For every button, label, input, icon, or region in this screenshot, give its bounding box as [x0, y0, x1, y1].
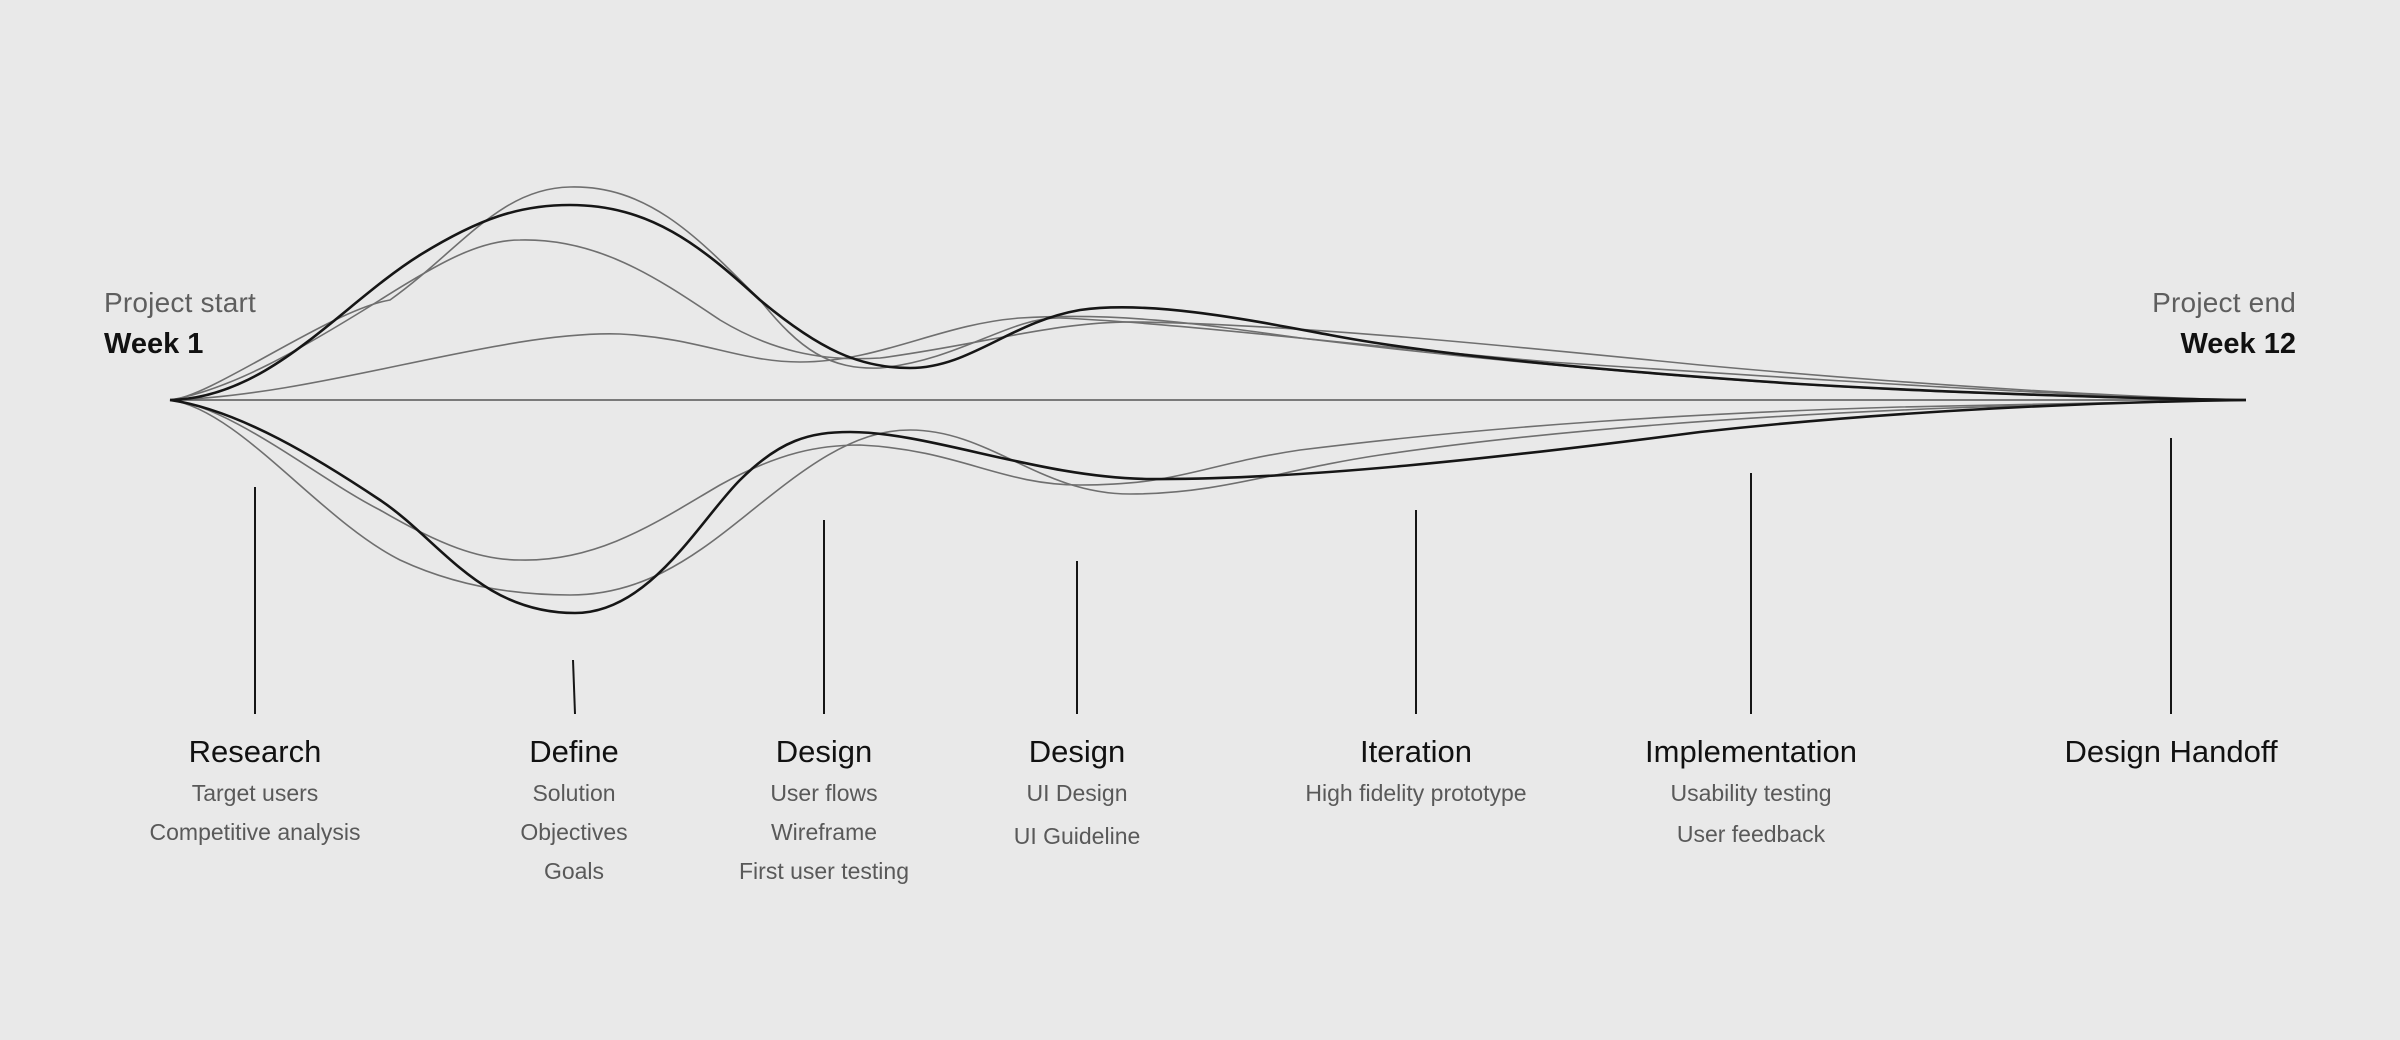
phase-define: Define Solution Objectives Goals [414, 732, 734, 891]
project-end-caption: Project end [2152, 287, 2296, 318]
project-start-caption: Project start [104, 287, 256, 318]
phase-item: Usability testing [1670, 780, 1832, 806]
phase-title: Iteration [1359, 734, 1472, 769]
phase-marker-define [572, 659, 576, 715]
phase-title: Design Handoff [2064, 734, 2278, 769]
phase-item: User flows [770, 780, 878, 806]
phase-title: Design [1028, 734, 1126, 769]
phase-item: Wireframe [770, 819, 878, 845]
lower-wave-dark [169, 398, 2247, 615]
project-end-week: Week 12 [2180, 327, 2296, 360]
upper-wave-dark [169, 203, 2247, 402]
phase-title: Research [188, 734, 322, 769]
upper-wave-light-2 [169, 239, 2247, 401]
phase-item: Competitive analysis [149, 819, 361, 845]
phase-title: Design [775, 734, 873, 769]
phase-title: Implementation [1645, 734, 1857, 769]
phase-title: Define [529, 734, 619, 769]
phase-item: Target users [191, 780, 319, 806]
phase-item: First user testing [739, 858, 909, 884]
lower-wave-light-1 [169, 399, 2247, 561]
phase-item: User feedback [1676, 821, 1826, 847]
phase-design-handoff: Design Handoff [2011, 732, 2331, 774]
phase-item: Objectives [520, 819, 628, 845]
phase-research: Research Target users Competitive analys… [95, 732, 415, 852]
phase-item: High fidelity prototype [1305, 780, 1527, 806]
phase-iteration: Iteration High fidelity prototype [1256, 732, 1576, 813]
lower-wave-light-2 [169, 399, 2247, 596]
project-start-label: Project start Week 1 [104, 287, 256, 361]
phase-item: Solution [532, 780, 616, 806]
phase-design-2: Design UI Design UI Guideline [917, 732, 1237, 856]
upper-wave-light-1 [169, 186, 2247, 401]
project-end-label: Project end Week 12 [2152, 287, 2296, 361]
phase-design-1: Design User flows Wireframe First user t… [664, 732, 984, 891]
phase-item: UI Design [1026, 780, 1128, 806]
phase-implementation: Implementation Usability testing User fe… [1591, 732, 1911, 854]
phase-item: UI Guideline [1013, 823, 1141, 849]
phase-item: Goals [543, 858, 605, 884]
project-start-week: Week 1 [104, 327, 204, 360]
